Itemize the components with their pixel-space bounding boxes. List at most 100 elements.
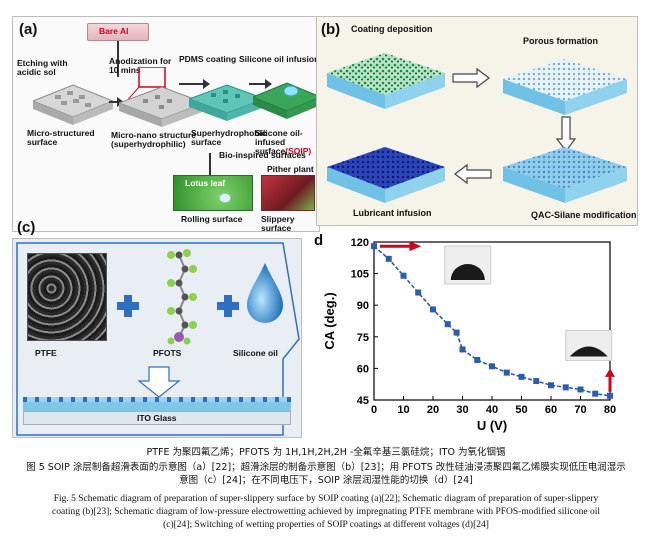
- porous-formation-label: Porous formation: [523, 36, 599, 46]
- bio-inspired-label: Bio-inspired surfaces: [219, 150, 306, 160]
- soip-infused-text: Silicone oil-infused surface: [255, 128, 303, 156]
- data-point: [415, 289, 422, 296]
- ptfe-sem-image: [27, 253, 107, 341]
- x-tick-label: 80: [604, 404, 616, 416]
- x-tick-label: 40: [486, 404, 498, 416]
- lubricant-infusion-label: Lubricant infusion: [353, 208, 432, 218]
- y-tick-label: 60: [357, 363, 369, 375]
- arrow-b2-icon: [555, 116, 577, 152]
- x-tick-label: 30: [456, 404, 468, 416]
- micro-structured-block: [33, 84, 113, 125]
- x-tick-label: 10: [397, 404, 409, 416]
- rolling-surface-label: Rolling surface: [181, 214, 243, 224]
- lotus-leaf-label: Lotus leaf: [185, 178, 226, 188]
- superhydrophobic-block: [189, 84, 265, 121]
- x-tick-label: 50: [515, 404, 527, 416]
- caption-line-1: PTFE 为聚四氟乙烯；PFOTS 为 1H,1H,2H,2H -全氟辛基三氯硅…: [146, 447, 506, 458]
- plus-icon-1: [117, 295, 139, 317]
- arrow-b3-icon: [454, 163, 492, 185]
- caption-line-4: Fig. 5 Schematic diagram of preparation …: [53, 494, 599, 504]
- data-point: [489, 363, 495, 370]
- pither-plant-label: Pither plant: [267, 164, 314, 174]
- silicone-oil-label: Silicone oil: [233, 348, 278, 358]
- data-point: [562, 384, 569, 391]
- data-point: [533, 378, 540, 385]
- arrow-a3: [249, 79, 272, 89]
- panel-d-label: d: [314, 232, 324, 249]
- data-point: [518, 373, 525, 380]
- arrow-b1-icon: [452, 67, 490, 89]
- down-hollow-arrow-icon: [137, 366, 181, 398]
- panel-b-label: (b): [321, 21, 341, 38]
- pitcher-plant-image: [261, 175, 315, 211]
- ito-glass-label: ITO Glass: [137, 413, 177, 423]
- lubricant-infusion-block: [327, 147, 445, 203]
- down-arrow-1: [117, 41, 119, 77]
- y-tick-label: 120: [351, 237, 369, 249]
- bio-connector: [209, 153, 211, 175]
- pdms-label: PDMS coating: [179, 54, 237, 64]
- x-tick-label: 60: [545, 404, 557, 416]
- data-point: [607, 392, 613, 399]
- panel-c: (c) PTFE PFOTS Silicone oil ITO Glass: [12, 219, 302, 438]
- x-tick-label: 70: [574, 404, 586, 416]
- plus-icon-2: [217, 295, 239, 317]
- plot-frame: [373, 241, 611, 401]
- x-tick-label: 20: [427, 404, 439, 416]
- coating-deposition-block: [327, 53, 445, 109]
- y-tick-label: 105: [351, 269, 369, 281]
- soip-label: Silicone oil-infused surface(SOIP): [255, 129, 321, 156]
- panel-a: (a) Bare Al Etching with acidic sol Micr…: [12, 16, 321, 232]
- y-tick-label: 75: [357, 332, 369, 344]
- ito-glass-substrate: [23, 401, 291, 411]
- panel-c-label: (c): [17, 219, 36, 236]
- data-point: [430, 306, 436, 313]
- coating-deposition-label: Coating deposition: [351, 24, 433, 34]
- etching-label: Etching with acidic sol: [17, 58, 68, 77]
- data-point: [592, 390, 599, 397]
- ptfe-layer: [23, 397, 291, 402]
- micro-nano-block: [119, 67, 205, 127]
- ptfe-label: PTFE: [35, 348, 57, 358]
- data-point: [400, 272, 407, 279]
- red-arrow-up-head: [605, 368, 615, 377]
- droplet-high-icon: [450, 264, 485, 280]
- panel-a-label: (a): [19, 21, 38, 38]
- series-line: [373, 245, 611, 397]
- x-tick-label: 0: [371, 404, 377, 416]
- data-point: [371, 243, 377, 250]
- data-point: [548, 382, 554, 389]
- micro-structured-label: Micro-structured surface: [27, 128, 95, 147]
- anodization-label: Anodization for 10 mins: [109, 56, 172, 75]
- data-point: [444, 321, 451, 328]
- data-point: [385, 255, 392, 262]
- micro-nano-label: Micro-nano structure (superhydrophilic): [111, 130, 197, 149]
- y-axis-label: CA (deg.): [322, 292, 337, 349]
- data-point: [503, 369, 510, 376]
- caption-line-3: 意图（c）[24]；在不同电压下，SOIP 涂层润湿性能的切换（d）[24]: [179, 475, 473, 486]
- panel-b: (b) Coating deposition Porous formation: [316, 16, 638, 226]
- qac-silane-block: [503, 147, 627, 203]
- silicone-oil-drop-icon: [247, 263, 283, 323]
- red-arrow-right-head: [409, 241, 422, 252]
- qac-silane-label: QAC-Silane modification: [531, 210, 637, 220]
- pfots-molecule: [167, 249, 197, 345]
- ito-glass-bar: [23, 411, 291, 425]
- soip-tag-text: (SOIP): [285, 145, 312, 156]
- droplet-low-icon: [569, 346, 608, 357]
- data-point: [453, 329, 460, 336]
- lotus-leaf-image: [173, 175, 253, 211]
- data-point: [577, 386, 584, 393]
- soip-block: [253, 82, 321, 119]
- arrow-a2: [179, 79, 210, 89]
- y-tick-label: 45: [357, 395, 369, 407]
- pfots-label: PFOTS: [153, 348, 182, 358]
- y-tick-label: 90: [357, 300, 369, 312]
- data-point: [474, 356, 481, 363]
- caption-line-5: coating (b)[23]; Schematic diagram of lo…: [52, 507, 600, 517]
- panel-c-frame: [16, 242, 300, 436]
- bare-al-block: [87, 23, 149, 41]
- caption-line-2: 图 5 SOIP 涂层制备超滑表面的示意图（a）[22]；超滑涂层的制备示意图（…: [26, 462, 626, 473]
